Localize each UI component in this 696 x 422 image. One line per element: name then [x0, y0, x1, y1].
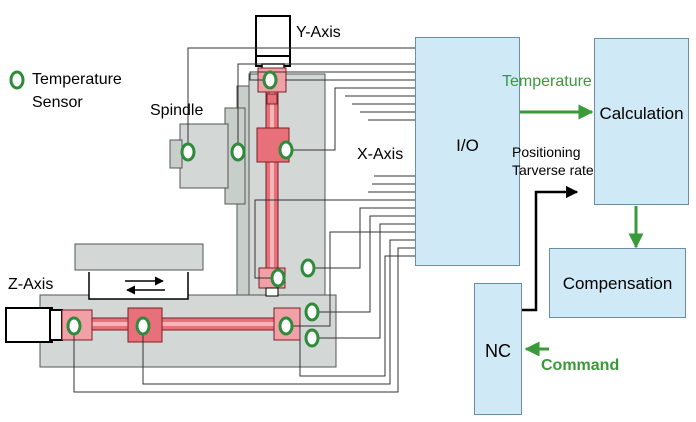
x-axis-label: X-Axis	[357, 146, 404, 163]
nc-block: NC	[474, 283, 522, 415]
sensor-z-end	[278, 316, 294, 336]
sensor-spindle-2	[230, 142, 246, 162]
traverse-rate-label: Tarverse rate	[512, 162, 594, 178]
table-motion-arrows	[125, 276, 165, 295]
command-label: Command	[541, 357, 620, 374]
io-block: I/O	[415, 37, 520, 266]
compensation-block: Compensation	[549, 248, 686, 318]
legend-sensor-icon	[9, 70, 25, 90]
z-axis-label: Z-Axis	[8, 276, 54, 293]
y-axis-label: Y-Axis	[296, 24, 341, 41]
calculation-block: Calculation	[594, 38, 689, 205]
sensor-spindle-1	[180, 142, 196, 162]
temperature-flow-label: Temperature	[502, 73, 592, 90]
spindle-label: Spindle	[150, 102, 204, 119]
io-label: I/O	[456, 136, 479, 155]
sensor-z-motor-side	[66, 316, 82, 336]
nc-label: NC	[485, 341, 511, 361]
sensor-y-top	[262, 70, 278, 90]
z-axis-motor	[5, 307, 63, 343]
legend-temperature-label: Temperature	[32, 71, 122, 88]
y-axis-motor	[255, 15, 291, 71]
temperature-sensors	[9, 70, 320, 348]
sensor-y-nut	[278, 140, 294, 160]
calculation-label: Calculation	[599, 104, 684, 123]
positioning-label: Positioning	[512, 144, 581, 160]
legend-sensor-label: Sensor	[32, 94, 83, 111]
sensor-machine	[300, 258, 316, 278]
sensor-z-nut	[135, 316, 151, 336]
sensor-base-2	[304, 328, 320, 348]
sensor-base-1	[304, 302, 320, 322]
sensor-wires	[73, 47, 415, 393]
positioning-arrow	[522, 185, 579, 312]
flow-arrows	[520, 104, 644, 357]
compensation-label: Compensation	[562, 274, 673, 293]
sensor-y-bottom	[270, 268, 286, 288]
